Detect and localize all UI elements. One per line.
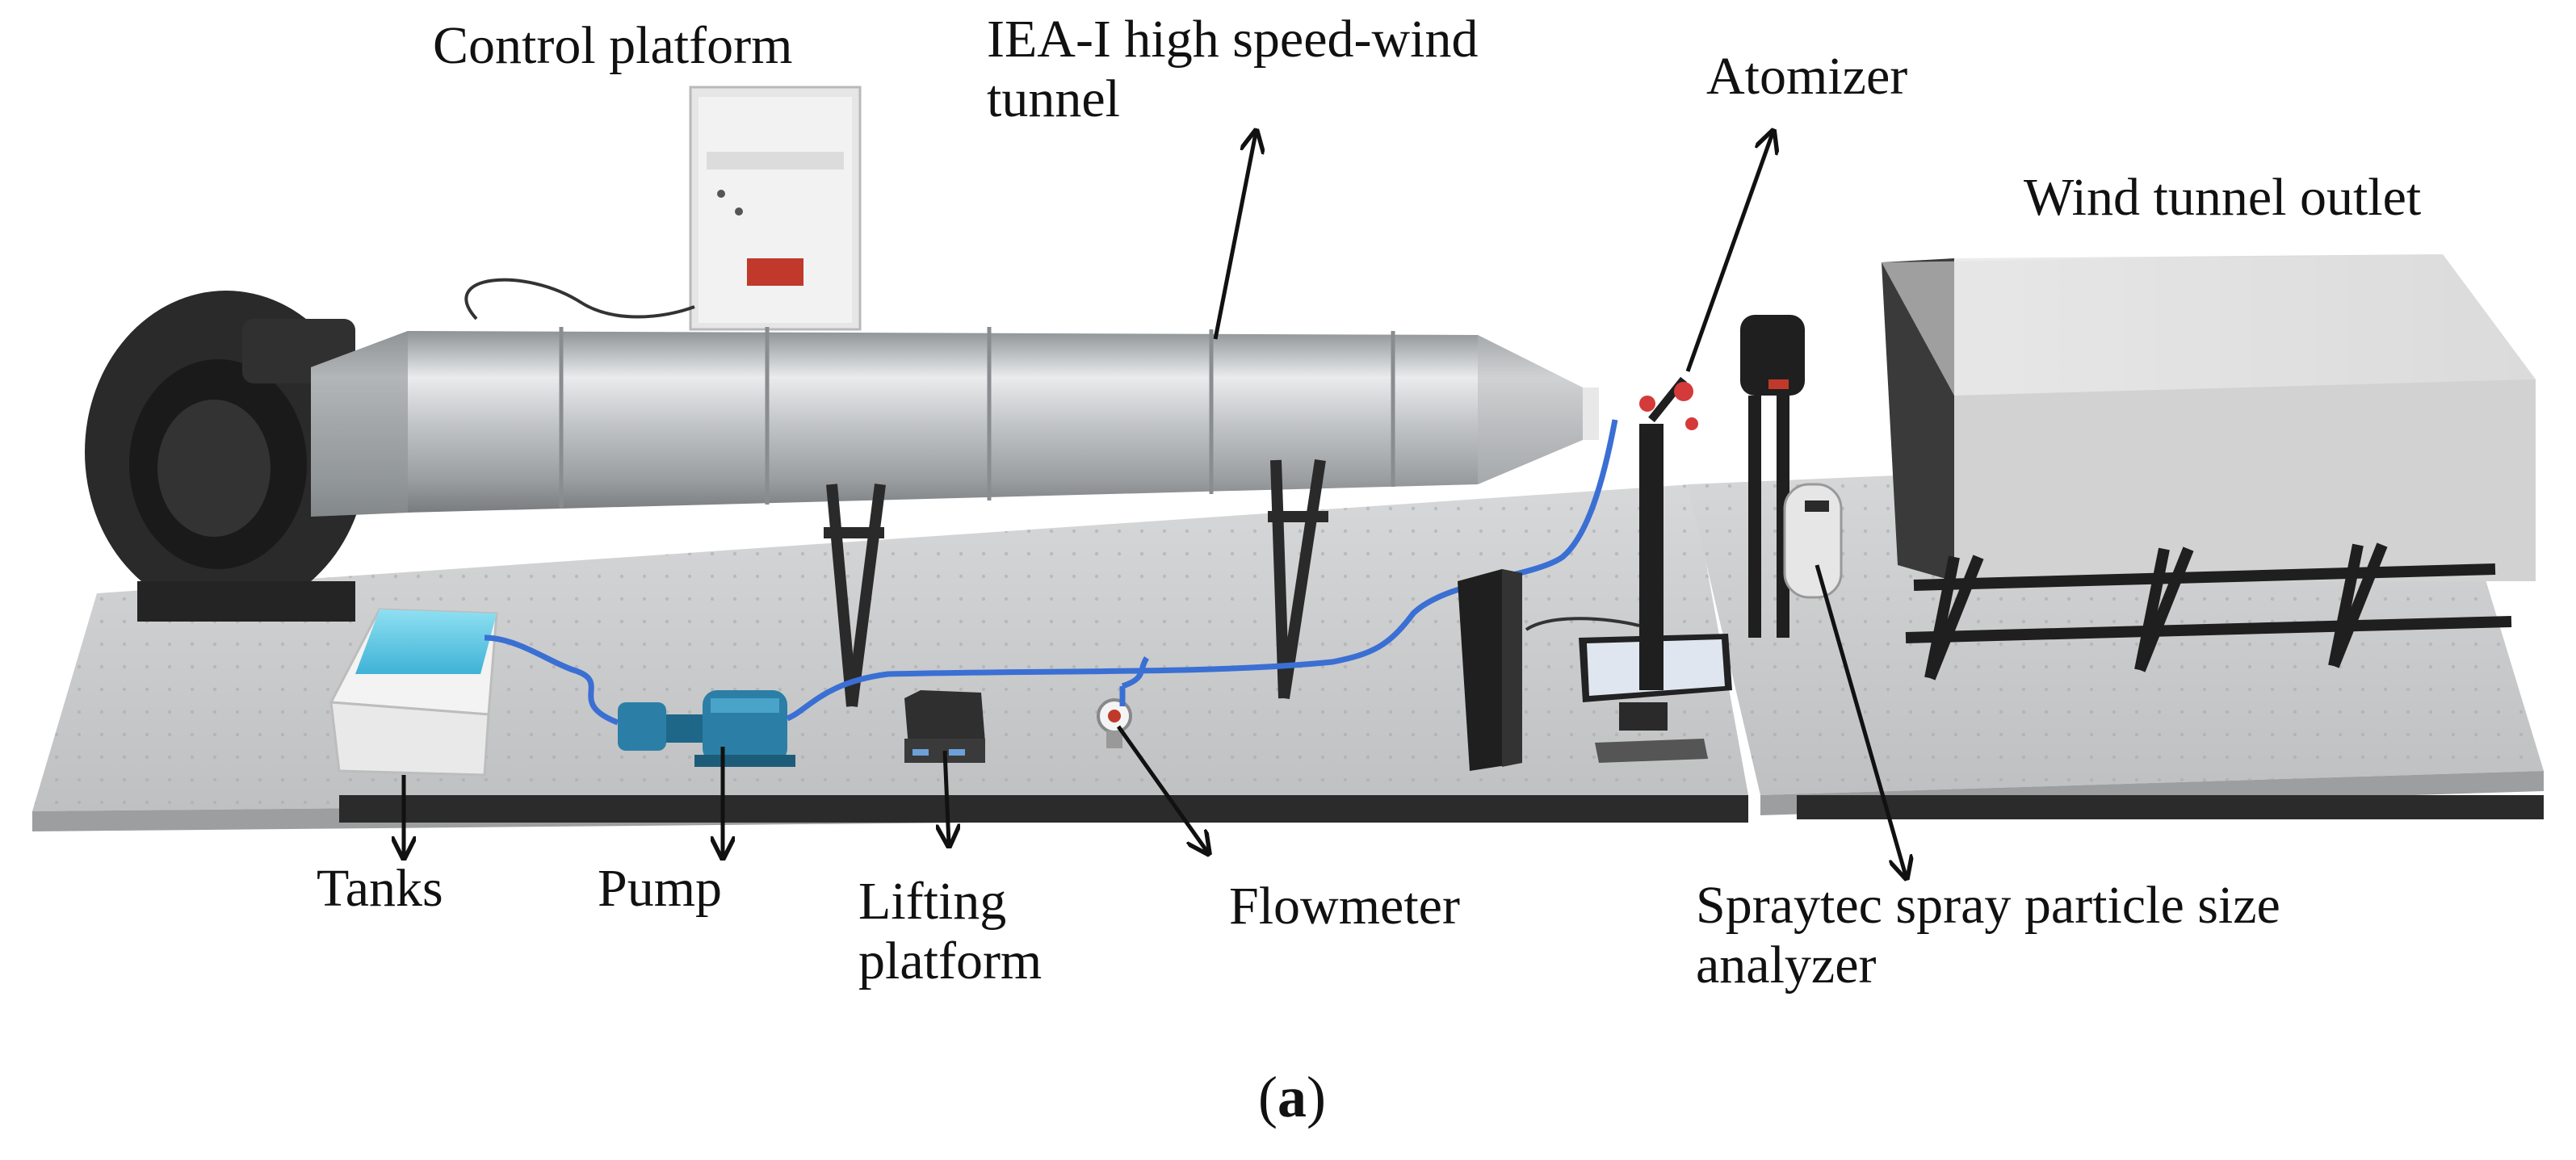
arrow-flowmeter bbox=[1116, 725, 1207, 852]
caption-letter: a bbox=[1278, 1065, 1307, 1129]
arrow-atomizer bbox=[1685, 133, 1773, 372]
wind-tunnel-outlet-box bbox=[1882, 254, 2536, 681]
arrow-lifting-platform bbox=[945, 750, 949, 844]
label-control-platform: Control platform bbox=[433, 16, 793, 75]
blower-fan bbox=[85, 291, 367, 622]
flowmeter-device bbox=[1097, 698, 1132, 748]
pump bbox=[618, 690, 795, 767]
figure-caption: (a) bbox=[1258, 1065, 1326, 1129]
arrow-tunnel bbox=[1213, 133, 1256, 340]
wind-tunnel-body bbox=[311, 327, 1599, 707]
label-wind-tunnel-outlet: Wind tunnel outlet bbox=[2024, 168, 2422, 227]
label-lifting-platform: Lifting platform bbox=[858, 872, 1043, 990]
label-pump: Pump bbox=[598, 859, 723, 918]
label-spraytec-analyzer: Spraytec spray particle size analyzer bbox=[1696, 876, 2280, 995]
label-atomizer: Atomizer bbox=[1706, 47, 1908, 106]
computer-tower bbox=[1458, 569, 1522, 771]
label-wind-tunnel: IEA-I high speed-wind tunnel bbox=[987, 10, 1479, 128]
water-hose bbox=[484, 419, 1618, 726]
spraytec-analyzer-device bbox=[1740, 315, 1843, 638]
atomizer-stand bbox=[1639, 376, 1698, 690]
arrow-spraytec bbox=[1815, 564, 1906, 876]
control-platform-cabinet bbox=[464, 86, 862, 331]
pointer-arrows bbox=[404, 133, 1906, 876]
label-flowmeter: Flowmeter bbox=[1229, 877, 1460, 936]
label-tanks: Tanks bbox=[317, 859, 443, 918]
water-tank bbox=[329, 608, 498, 777]
